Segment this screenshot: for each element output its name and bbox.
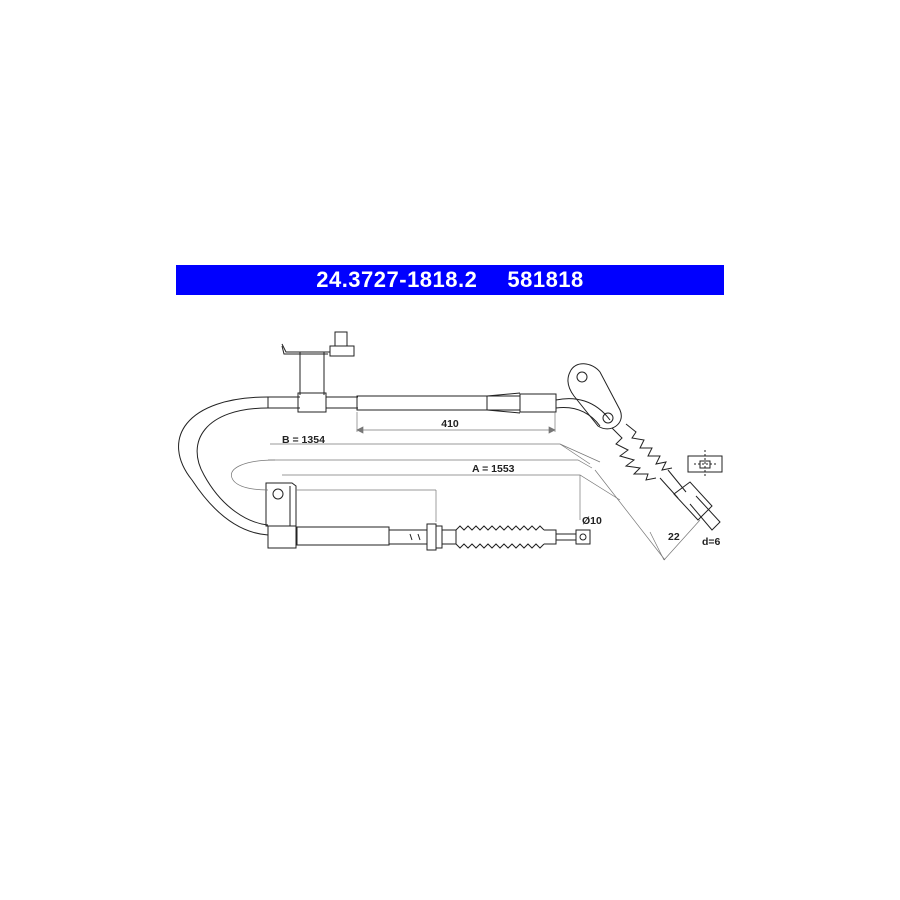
- dim-b-label: B = 1354: [282, 434, 325, 446]
- reference-number: 581818: [507, 267, 584, 292]
- lower-bracket: [265, 482, 297, 549]
- outer-cable: [178, 392, 358, 536]
- dim-end-diameter-label: d=6: [702, 536, 721, 548]
- lower-sleeve: [296, 523, 457, 551]
- dim-eyelet-label: Ø10: [582, 515, 602, 527]
- dim-end-length-label: 22: [668, 531, 680, 543]
- upper-end-fitting: [673, 481, 721, 531]
- part-number: 24.3727-1818.2: [316, 267, 478, 292]
- cable-end-symbol: [687, 450, 723, 478]
- dimension-lines: [231, 412, 701, 561]
- dim-a-label: A = 1553: [472, 463, 515, 475]
- upper-sleeve: [356, 392, 611, 427]
- lower-boot: [455, 525, 591, 549]
- dimension-labels: 410 B = 1354 A = 1553 Ø10 22 d=6: [282, 418, 721, 548]
- upper-boot: [611, 423, 687, 499]
- dim-sleeve-label: 410: [441, 418, 459, 430]
- title-bar: 24.3727-1818.2 581818: [176, 265, 724, 295]
- upper-bracket: [281, 331, 355, 395]
- flange: [567, 363, 622, 430]
